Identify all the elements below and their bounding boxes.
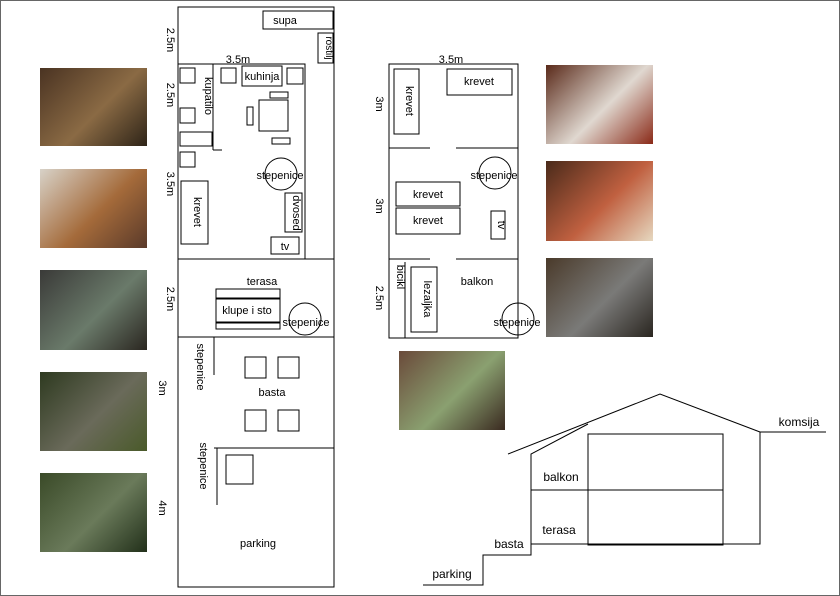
label-stepenice-basta-1: stepenice — [194, 343, 206, 390]
dim-basta: 3m — [156, 380, 168, 395]
stairs-circle-1 — [264, 157, 298, 191]
photo-bedroom-door — [546, 65, 653, 144]
dim-plan2-2: 3m — [373, 198, 385, 213]
plan1-labels: supa rostilj 3.5m kuhinja kupatilo stepe… — [156, 15, 334, 550]
label-lezaljka: lezaljka — [421, 281, 433, 319]
plan1-bed — [180, 180, 209, 245]
stairs-circle-3 — [478, 156, 512, 190]
label-stepenice-inner: stepenice — [256, 170, 303, 182]
label-section-terasa: terasa — [542, 523, 576, 537]
photo-balcony-exterior — [546, 258, 653, 337]
plan2-bed-1 — [393, 68, 420, 135]
photo-terrace-exterior — [40, 270, 147, 350]
kuhinja-box — [241, 65, 283, 87]
photo-garden-plants — [40, 473, 147, 552]
section-view — [423, 393, 826, 586]
section-labels: komsija balkon terasa basta parking — [432, 415, 819, 581]
dim-plan2-1: 3m — [373, 96, 385, 111]
label-terasa: terasa — [247, 276, 278, 288]
dvosed-box — [284, 192, 303, 233]
dim-parking: 4m — [156, 500, 168, 515]
plan2-bed-3 — [395, 181, 461, 207]
label-section-basta: basta — [494, 537, 524, 551]
stairs-circle-2 — [288, 302, 322, 336]
section-house-left — [530, 423, 589, 544]
label-kuhinja: kuhinja — [245, 71, 281, 83]
label-plan2-krevet-1: krevet — [403, 86, 415, 116]
plan1-tv-box — [270, 236, 300, 255]
supa-box — [262, 10, 334, 30]
dim-plan2-3: 2.5m — [373, 286, 385, 310]
label-basta: basta — [259, 387, 287, 399]
label-plan2-width: 3.5m — [439, 54, 463, 66]
label-plan2-krevet-2: krevet — [464, 76, 494, 88]
label-kupatilo: kupatilo — [202, 77, 214, 115]
plan2-outline — [388, 63, 519, 339]
plan2-bed-2 — [446, 68, 513, 96]
kitchen-table — [258, 99, 289, 132]
label-plan2-tv: tv — [495, 221, 507, 230]
label-plan1-width: 3.5m — [226, 54, 250, 66]
photo-bedroom-bed — [546, 161, 653, 241]
photo-kitchen-interior — [40, 68, 147, 146]
plan-upper-floor — [388, 63, 535, 339]
label-komsija: komsija — [779, 415, 820, 429]
label-dvosed: dvosed — [290, 195, 302, 230]
label-plan2-stepenice-1: stepenice — [470, 170, 517, 182]
photo-living-room-interior — [40, 169, 147, 248]
label-stepenice-basta-2: stepenice — [197, 442, 209, 489]
stairs-circle-4 — [501, 302, 535, 336]
label-parking: parking — [240, 538, 276, 550]
label-plan2-stepenice-2: stepenice — [493, 317, 540, 329]
plan1-house-outline — [177, 63, 306, 260]
section-house-body — [587, 433, 724, 545]
dim-kuhinja: 2.5m — [164, 83, 176, 107]
lezaljka-box — [410, 266, 438, 333]
plan2-bed-4 — [395, 207, 461, 235]
plan-ground-floor — [177, 6, 335, 588]
rostilj-box — [317, 32, 334, 64]
plan2-labels: 3.5m krevet krevet stepenice krevet krev… — [373, 54, 541, 329]
dim-terasa: 2.5m — [164, 287, 176, 311]
label-bicikl: bicikl — [394, 265, 406, 289]
label-rostilj: rostilj — [323, 36, 334, 59]
label-plan1-tv: tv — [281, 241, 290, 253]
label-klupe-i-sto: klupe i sto — [222, 305, 272, 317]
photo-balcony-view — [399, 351, 505, 430]
section-ground-line — [423, 431, 826, 586]
dim-sobe: 3.5m — [164, 172, 176, 196]
label-section-balkon: balkon — [543, 470, 578, 484]
label-plan2-krevet-4: krevet — [413, 215, 443, 227]
label-plan2-balkon: balkon — [461, 276, 493, 288]
klupe-i-sto-box — [215, 298, 281, 323]
label-supa: supa — [273, 15, 298, 27]
plan1-outline — [177, 6, 335, 588]
label-section-parking: parking — [432, 567, 471, 581]
label-plan2-krevet-3: krevet — [413, 189, 443, 201]
photo-garden-steps — [40, 372, 147, 451]
dim-supa: 2.5m — [164, 28, 176, 52]
label-plan1-krevet: krevet — [191, 197, 203, 227]
label-stepenice-terasa: stepenice — [282, 317, 329, 329]
plan2-tv-box — [490, 210, 506, 240]
